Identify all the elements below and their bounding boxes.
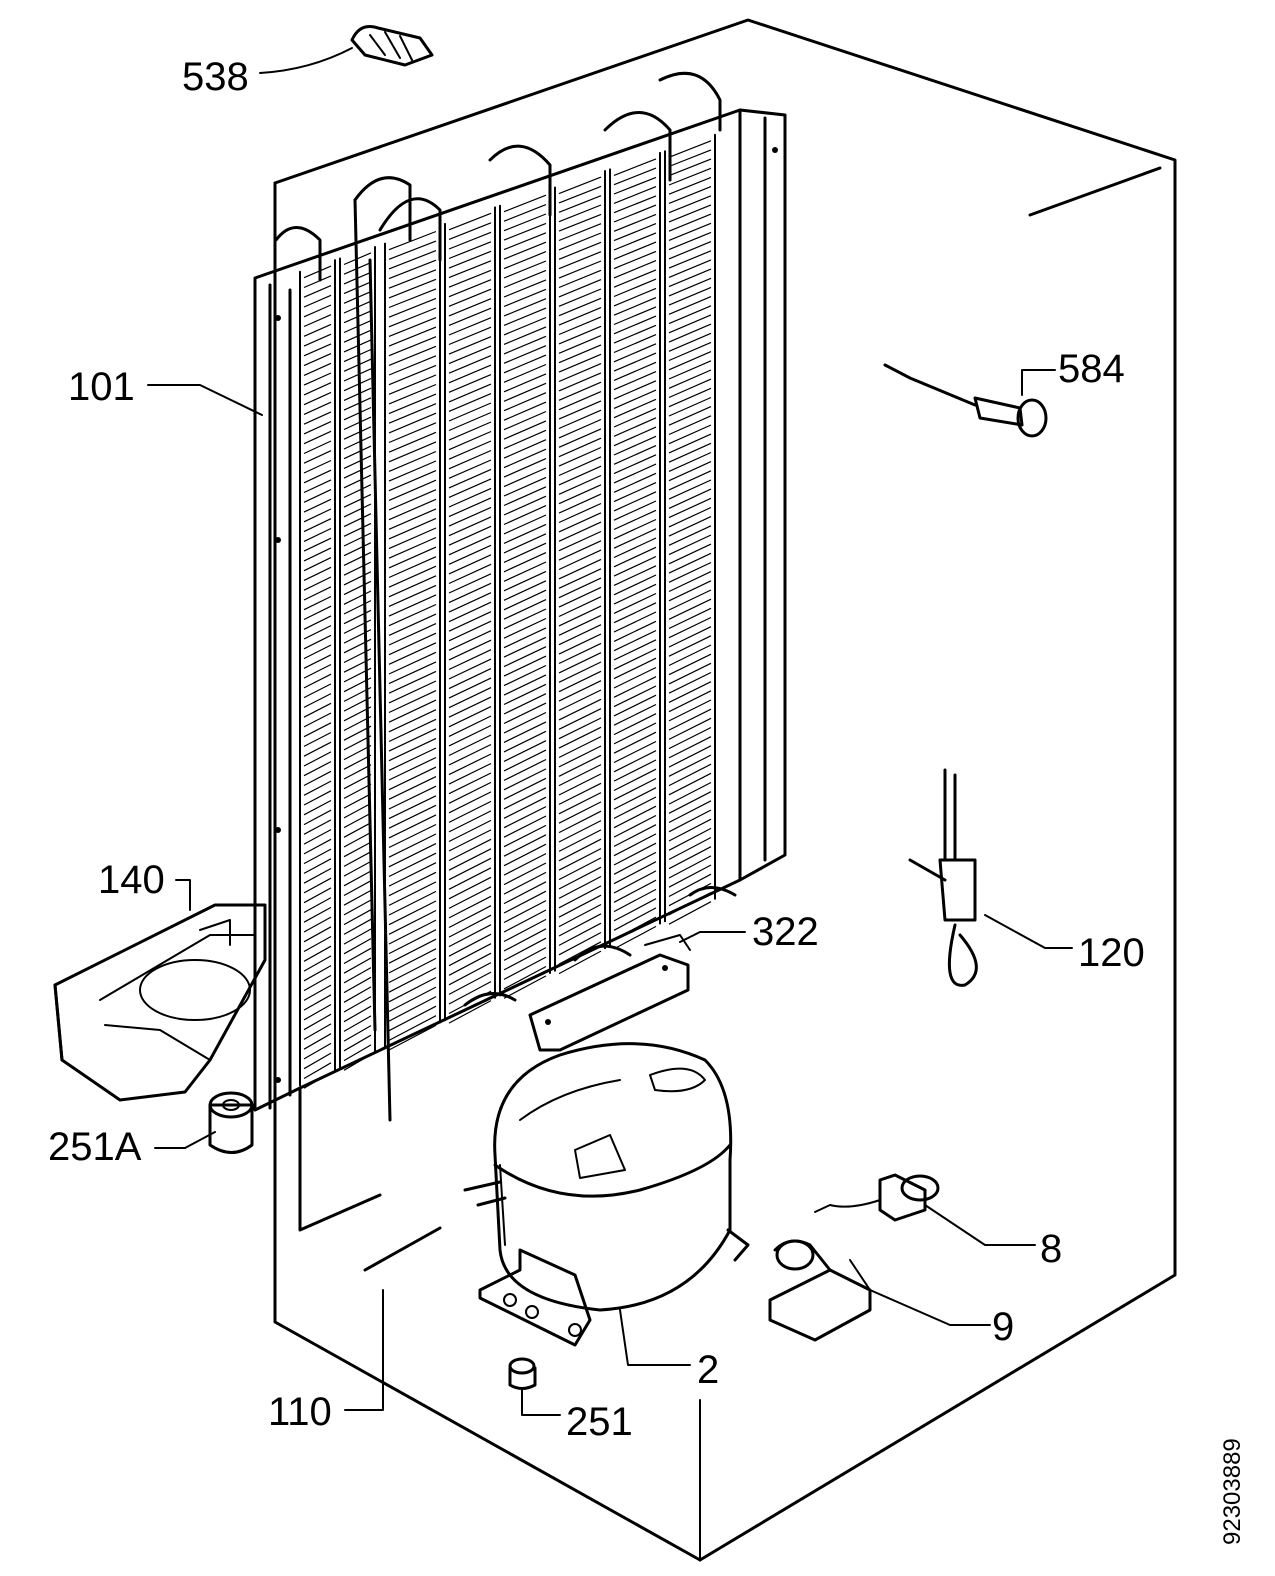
callout-2: 2 xyxy=(697,1348,719,1392)
condenser-plate xyxy=(664,133,716,923)
callout-322: 322 xyxy=(752,910,819,954)
compressor-2 xyxy=(463,1042,750,1347)
callout-9: 9 xyxy=(992,1305,1014,1349)
cabinet-outline xyxy=(273,18,1177,1562)
condenser-plate xyxy=(499,188,551,997)
condenser-plate xyxy=(299,259,336,1087)
condenser-plate xyxy=(609,151,661,947)
bracket-322 xyxy=(528,934,691,1052)
callout-labels: 538 101 584 140 322 120 251A 8 9 2 110 2… xyxy=(48,55,1145,1444)
capillary-sensor-120 xyxy=(908,768,978,987)
condenser-101 xyxy=(253,71,787,1122)
connector-clip-538 xyxy=(350,25,434,67)
condenser-plate xyxy=(444,206,496,1022)
overload-protector-8 xyxy=(814,1173,940,1222)
relay-cover-9 xyxy=(768,1239,872,1342)
document-number: 92303889 xyxy=(1219,1438,1246,1545)
callout-8: 8 xyxy=(1040,1227,1062,1271)
callout-584: 584 xyxy=(1058,347,1125,391)
condenser-fin-hatching xyxy=(388,230,437,1051)
callout-140: 140 xyxy=(98,858,165,902)
condenser-plate xyxy=(384,224,441,1049)
condenser-fin-hatching xyxy=(668,140,712,925)
condenser-plate xyxy=(339,245,376,1069)
pipe-110 xyxy=(298,1088,442,1411)
drip-tray-140 xyxy=(53,903,267,1102)
condenser-fin-hatching xyxy=(303,265,332,1089)
grommet-251A xyxy=(208,1091,254,1154)
callout-110: 110 xyxy=(268,1390,332,1434)
condenser-fin-hatching xyxy=(613,158,657,950)
callout-101: 101 xyxy=(68,365,135,409)
callout-251: 251 xyxy=(566,1400,633,1444)
condenser-fin-hatching xyxy=(448,212,492,1024)
callout-120: 120 xyxy=(1078,931,1145,975)
callout-251A: 251A xyxy=(48,1125,142,1169)
condenser-plate xyxy=(554,170,606,972)
condenser-fin-hatching xyxy=(503,194,547,999)
sensor-probe-584 xyxy=(883,363,1048,438)
rubber-foot-251 xyxy=(508,1357,537,1390)
condenser-fin-hatching xyxy=(558,176,602,975)
callout-538: 538 xyxy=(182,55,249,99)
leader-lines xyxy=(147,47,1073,1416)
